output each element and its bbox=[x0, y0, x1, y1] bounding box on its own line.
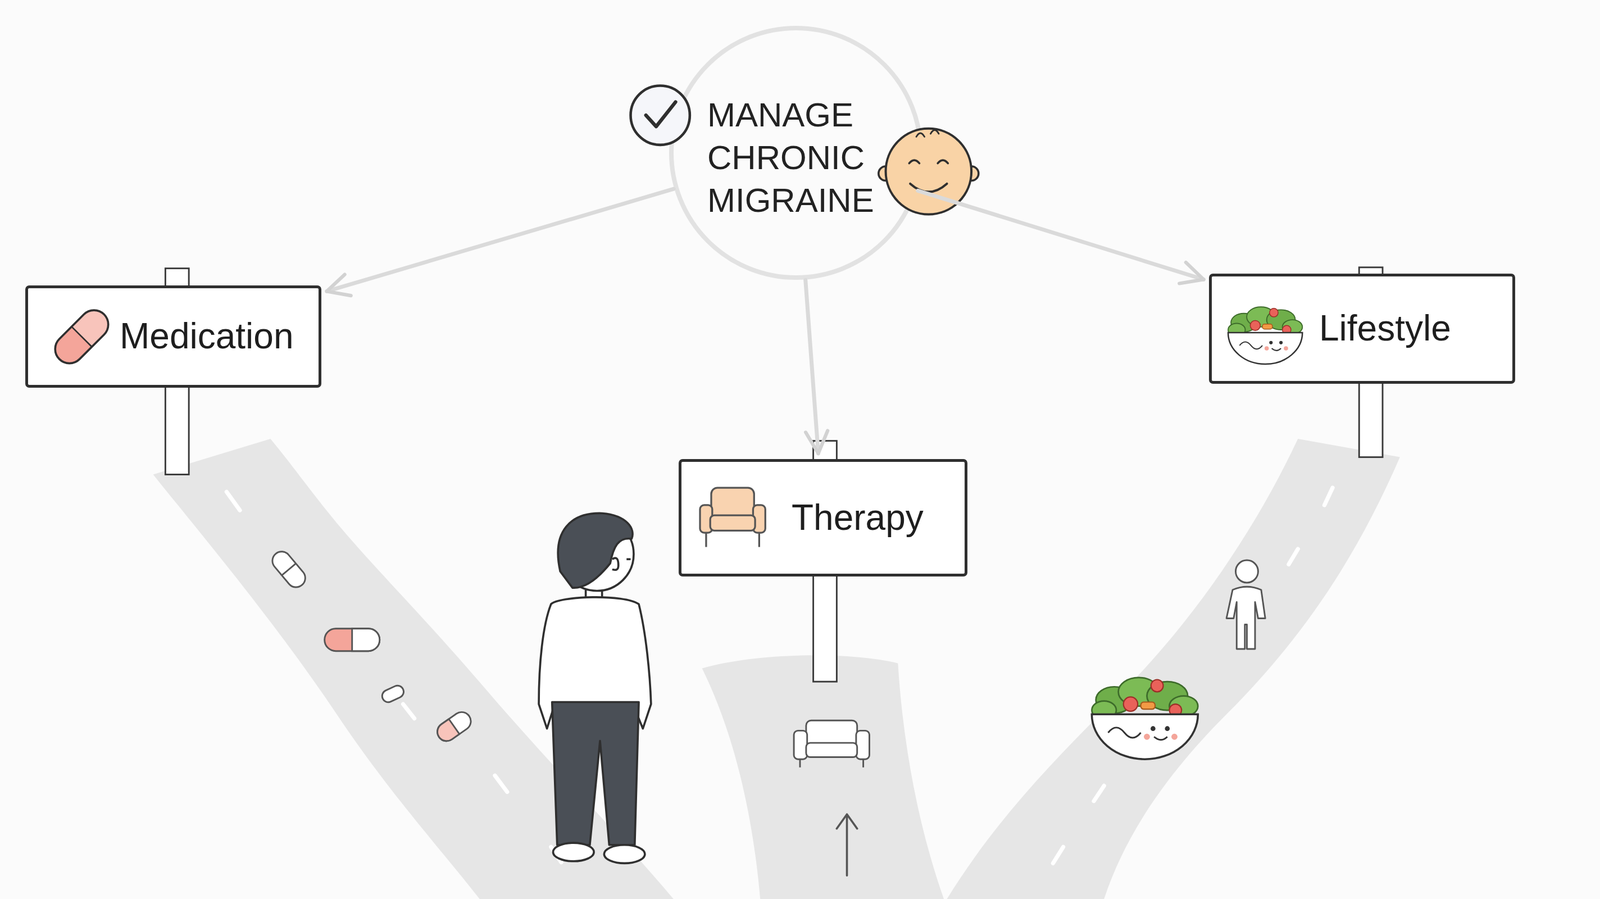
smiley-face bbox=[878, 128, 979, 215]
sign-posts bbox=[165, 267, 1383, 682]
sign-label: Therapy bbox=[791, 497, 924, 539]
check-icon bbox=[630, 85, 690, 145]
up-arrow bbox=[836, 814, 857, 876]
goal-title: MANAGE CHRONIC MIGRAINE bbox=[707, 93, 899, 222]
flow-arrow bbox=[917, 190, 1204, 280]
road-left bbox=[153, 438, 674, 899]
sofa-on-road bbox=[793, 720, 870, 768]
circle-outline bbox=[671, 28, 921, 278]
pill-icon bbox=[49, 304, 115, 370]
walking-figure bbox=[1226, 560, 1266, 649]
salad-icon bbox=[1228, 306, 1303, 365]
road-middle bbox=[702, 655, 944, 899]
sign-label: Medication bbox=[119, 315, 294, 358]
flow-arrow bbox=[805, 279, 819, 454]
person-figure bbox=[538, 512, 652, 863]
armchair-icon bbox=[700, 487, 766, 547]
sign-label: Lifestyle bbox=[1319, 307, 1452, 350]
text-holder: MANAGE CHRONIC MIGRAINE bbox=[707, 93, 899, 222]
road-right bbox=[947, 438, 1400, 899]
flow-arrow bbox=[326, 188, 675, 292]
goal-circle: MANAGE CHRONIC MIGRAINE bbox=[668, 25, 924, 281]
pills-on-road bbox=[268, 547, 475, 745]
salad-on-road bbox=[1091, 677, 1198, 759]
